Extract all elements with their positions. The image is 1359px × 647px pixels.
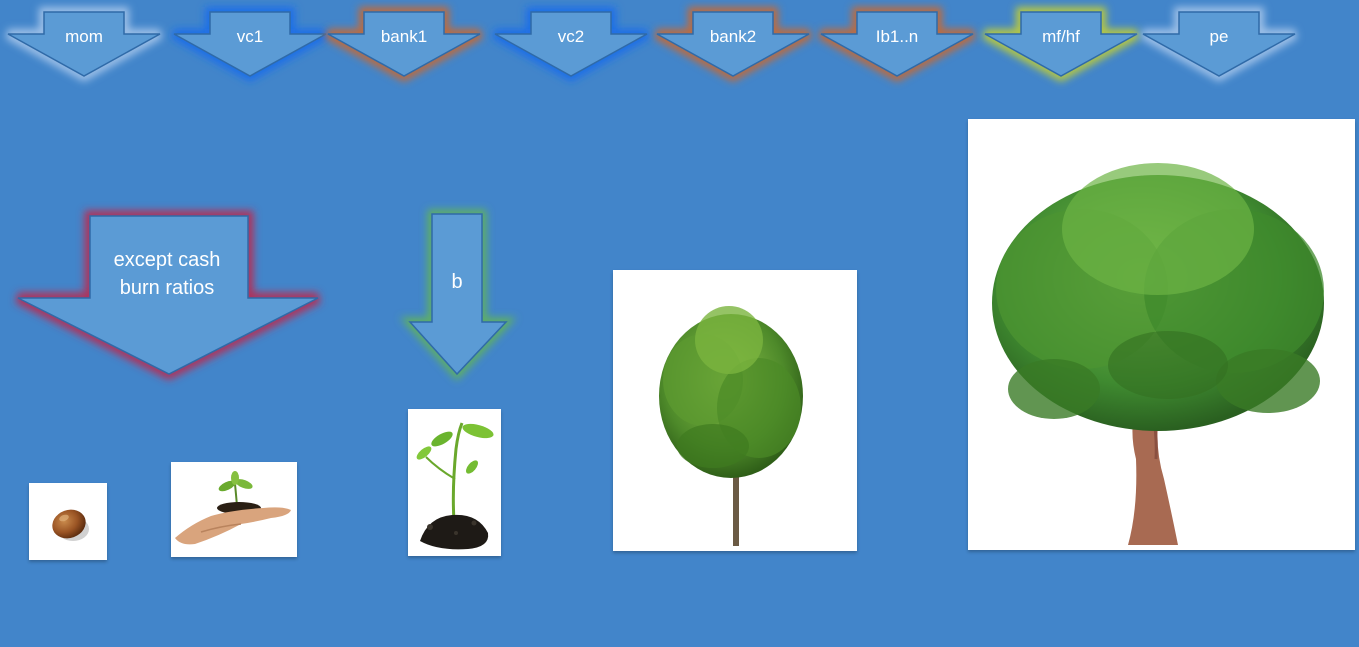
stage-arrow-vc1: vc1 [171,7,329,82]
stage-arrow-vc2: vc2 [492,7,650,82]
stage-arrow-pe: pe [1140,7,1298,82]
big-down-arrow: except cash burn ratios [12,210,324,381]
stage-arrow-mom: mom [5,7,163,82]
stage-label: mf/hf [1042,27,1080,46]
stage-label: vc1 [236,27,264,46]
stage-label: Ib1..n [875,27,919,46]
small-down-arrow: b [399,209,517,381]
stage-label: vc2 [557,27,585,46]
young-tree-image [613,270,857,551]
small-arrow-label: b [451,271,463,293]
mature-tree-image [968,119,1355,550]
stage-label: mom [65,27,103,46]
hand-seedling-image [171,462,297,557]
sprout-image [408,409,501,556]
stage-arrow-mfhf: mf/hf [982,7,1140,82]
stage-label: bank1 [380,27,428,46]
stage-label: pe [1209,27,1229,46]
stage-arrow-ib: Ib1..n [818,7,976,82]
seed-image [29,483,107,560]
stage-arrow-bank1: bank1 [325,7,483,82]
stage-label: bank2 [709,27,757,46]
big-arrow-label: except cash burn ratios [113,249,221,299]
stage-arrow-bank2: bank2 [654,7,812,82]
